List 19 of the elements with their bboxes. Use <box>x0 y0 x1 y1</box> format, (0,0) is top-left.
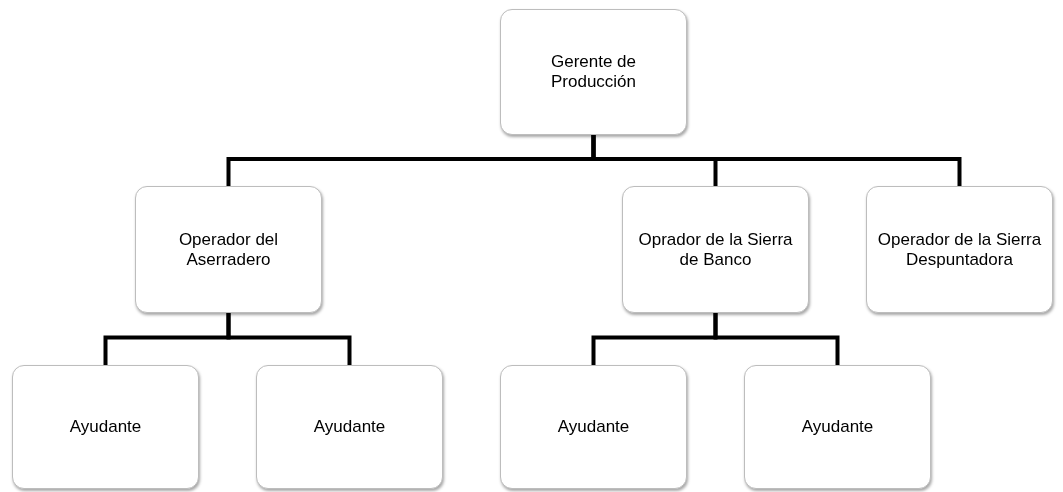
connector-line <box>226 313 352 365</box>
role-title: Gerente de Producción <box>549 52 638 92</box>
role-title: Ayudante <box>313 417 386 437</box>
role-title: Ayudante <box>557 417 630 437</box>
role-title: Ayudante <box>801 417 874 437</box>
role-title: Oprador de la Sierra de Banco <box>637 229 794 270</box>
connector-line <box>591 135 962 186</box>
role-title: Ayudante <box>69 417 142 437</box>
org-box <box>12 365 199 489</box>
org-box <box>500 365 687 489</box>
org-box <box>256 365 443 489</box>
org-box <box>744 365 931 489</box>
connector-line <box>713 313 840 365</box>
org-box <box>135 186 322 313</box>
org-box <box>500 9 687 135</box>
role-title: Operador de la Sierra Despuntadora <box>876 229 1043 270</box>
org-box <box>866 186 1053 313</box>
org-box <box>622 186 809 313</box>
role-title: Operador del Aserradero <box>177 229 280 270</box>
